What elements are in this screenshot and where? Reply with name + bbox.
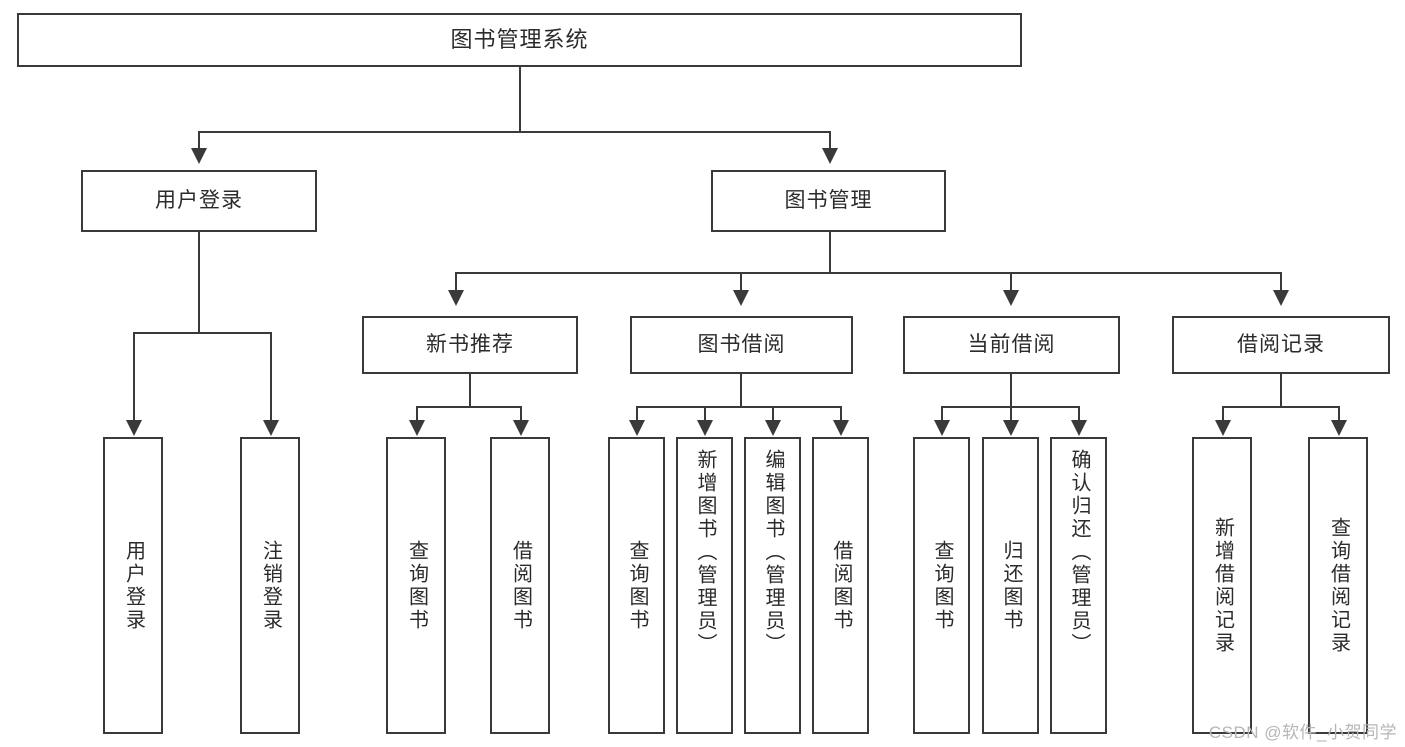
leaf-current-query-book[interactable]: 查询图书 bbox=[913, 437, 970, 734]
connector-drop-leaf-newbook-2 bbox=[520, 406, 522, 421]
node-label: 编辑图书（管理员） bbox=[762, 449, 784, 656]
leaf-newbook-query-book[interactable]: 查询图书 bbox=[386, 437, 446, 734]
connector-drop-leaf-bookborrow-2 bbox=[704, 406, 706, 421]
arrow-leaf-record-1 bbox=[1215, 420, 1231, 436]
arrow-leaf-user-login-1 bbox=[126, 420, 142, 436]
node-label: 新书推荐 bbox=[426, 332, 514, 356]
node-new-book-recommend[interactable]: 新书推荐 bbox=[362, 316, 578, 374]
leaf-newbook-borrow-book[interactable]: 借阅图书 bbox=[490, 437, 550, 734]
node-label: 新增借阅记录 bbox=[1211, 516, 1234, 655]
connector-drop-current-borrow bbox=[1010, 272, 1012, 291]
node-label: 用户登录 bbox=[122, 539, 145, 632]
leaf-current-confirm-return-admin[interactable]: 确认归还（管理员） bbox=[1050, 437, 1107, 734]
node-label: 确认归还（管理员） bbox=[1068, 449, 1090, 656]
connector-drop-leaf-bookborrow-3 bbox=[772, 406, 774, 421]
node-root-system[interactable]: 图书管理系统 bbox=[17, 13, 1022, 67]
connector-drop-leaf-newbook-1 bbox=[416, 406, 418, 421]
node-book-borrow[interactable]: 图书借阅 bbox=[630, 316, 853, 374]
connector-drop-leaf-record-2 bbox=[1338, 406, 1340, 421]
arrow-leaf-record-2 bbox=[1331, 420, 1347, 436]
connector-drop-borrow-record bbox=[1280, 272, 1282, 291]
arrow-leaf-newbook-2 bbox=[513, 420, 529, 436]
node-label: 归还图书 bbox=[1000, 539, 1022, 632]
arrow-leaf-bookborrow-1 bbox=[629, 420, 645, 436]
arrow-new-book bbox=[448, 290, 464, 306]
connector-bookborrow-bus bbox=[636, 406, 842, 408]
connector-new-book-stem bbox=[469, 374, 471, 407]
arrow-current-borrow bbox=[1003, 290, 1019, 306]
node-label: 借阅图书 bbox=[830, 539, 852, 632]
node-label: 查询图书 bbox=[931, 539, 953, 632]
node-label: 查询借阅记录 bbox=[1327, 516, 1350, 655]
arrow-leaf-current-3 bbox=[1071, 420, 1087, 436]
connector-new-book-bus bbox=[416, 406, 522, 408]
connector-borrowrecord-stem bbox=[1280, 374, 1282, 407]
connector-root-bus bbox=[198, 131, 831, 133]
node-label: 查询图书 bbox=[626, 539, 648, 632]
arrow-leaf-newbook-1 bbox=[409, 420, 425, 436]
arrow-leaf-bookborrow-2 bbox=[697, 420, 713, 436]
connector-drop-leaf-bookborrow-4 bbox=[840, 406, 842, 421]
connector-root-stem bbox=[519, 67, 521, 132]
node-current-borrow[interactable]: 当前借阅 bbox=[903, 316, 1120, 374]
connector-drop-leaf-user-login-1 bbox=[133, 332, 135, 421]
arrow-user-login bbox=[191, 148, 207, 164]
connector-drop-new-book bbox=[455, 272, 457, 291]
connector-drop-leaf-record-1 bbox=[1222, 406, 1224, 421]
node-label: 借阅图书 bbox=[509, 539, 532, 632]
node-label: 图书借阅 bbox=[697, 332, 786, 356]
node-book-manage[interactable]: 图书管理 bbox=[711, 170, 946, 232]
connector-user-login-bus bbox=[133, 332, 272, 334]
node-user-login[interactable]: 用户登录 bbox=[81, 170, 317, 232]
node-borrow-record[interactable]: 借阅记录 bbox=[1172, 316, 1390, 374]
watermark: CSDN @软件_小贺同学 bbox=[1208, 723, 1397, 742]
leaf-bookborrow-add-book-admin[interactable]: 新增图书（管理员） bbox=[676, 437, 733, 734]
leaf-bookborrow-edit-book-admin[interactable]: 编辑图书（管理员） bbox=[744, 437, 801, 734]
connector-drop-leaf-user-login-2 bbox=[270, 332, 272, 421]
connector-borrowrecord-bus bbox=[1222, 406, 1339, 408]
leaf-user-login-login[interactable]: 用户登录 bbox=[103, 437, 163, 734]
connector-drop-leaf-current-1 bbox=[941, 406, 943, 421]
leaf-current-return-book[interactable]: 归还图书 bbox=[982, 437, 1039, 734]
leaf-bookborrow-borrow-book[interactable]: 借阅图书 bbox=[812, 437, 869, 734]
connector-user-login-stem bbox=[198, 232, 200, 333]
node-label: 借阅记录 bbox=[1237, 332, 1325, 356]
connector-currentborrow-stem bbox=[1010, 374, 1012, 407]
connector-drop-book-manage bbox=[829, 131, 831, 149]
connector-drop-leaf-bookborrow-1 bbox=[636, 406, 638, 421]
connector-book-manage-bus bbox=[455, 272, 1281, 274]
node-label: 用户登录 bbox=[155, 188, 243, 212]
arrow-leaf-bookborrow-3 bbox=[765, 420, 781, 436]
connector-drop-book-borrow bbox=[740, 272, 742, 291]
leaf-record-query-record[interactable]: 查询借阅记录 bbox=[1308, 437, 1368, 734]
connector-drop-leaf-current-2 bbox=[1010, 406, 1012, 421]
node-label: 图书管理 bbox=[784, 188, 873, 212]
arrow-borrow-record bbox=[1273, 290, 1289, 306]
node-label: 新增图书（管理员） bbox=[694, 449, 716, 656]
connector-drop-leaf-current-3 bbox=[1078, 406, 1080, 421]
node-label: 图书管理系统 bbox=[450, 27, 589, 53]
arrow-leaf-current-2 bbox=[1003, 420, 1019, 436]
arrow-leaf-user-login-2 bbox=[263, 420, 279, 436]
leaf-user-login-logout[interactable]: 注销登录 bbox=[240, 437, 300, 734]
arrow-book-borrow bbox=[733, 290, 749, 306]
arrow-leaf-current-1 bbox=[934, 420, 950, 436]
node-label: 查询图书 bbox=[405, 539, 428, 632]
connector-book-manage-stem bbox=[829, 232, 831, 273]
leaf-record-add-record[interactable]: 新增借阅记录 bbox=[1192, 437, 1252, 734]
node-label: 注销登录 bbox=[259, 539, 282, 632]
connector-bookborrow-stem bbox=[740, 374, 742, 407]
arrow-leaf-bookborrow-4 bbox=[833, 420, 849, 436]
leaf-bookborrow-query-book[interactable]: 查询图书 bbox=[608, 437, 665, 734]
node-label: 当前借阅 bbox=[967, 332, 1056, 356]
connector-drop-user-login bbox=[198, 131, 200, 149]
arrow-book-manage bbox=[822, 148, 838, 164]
